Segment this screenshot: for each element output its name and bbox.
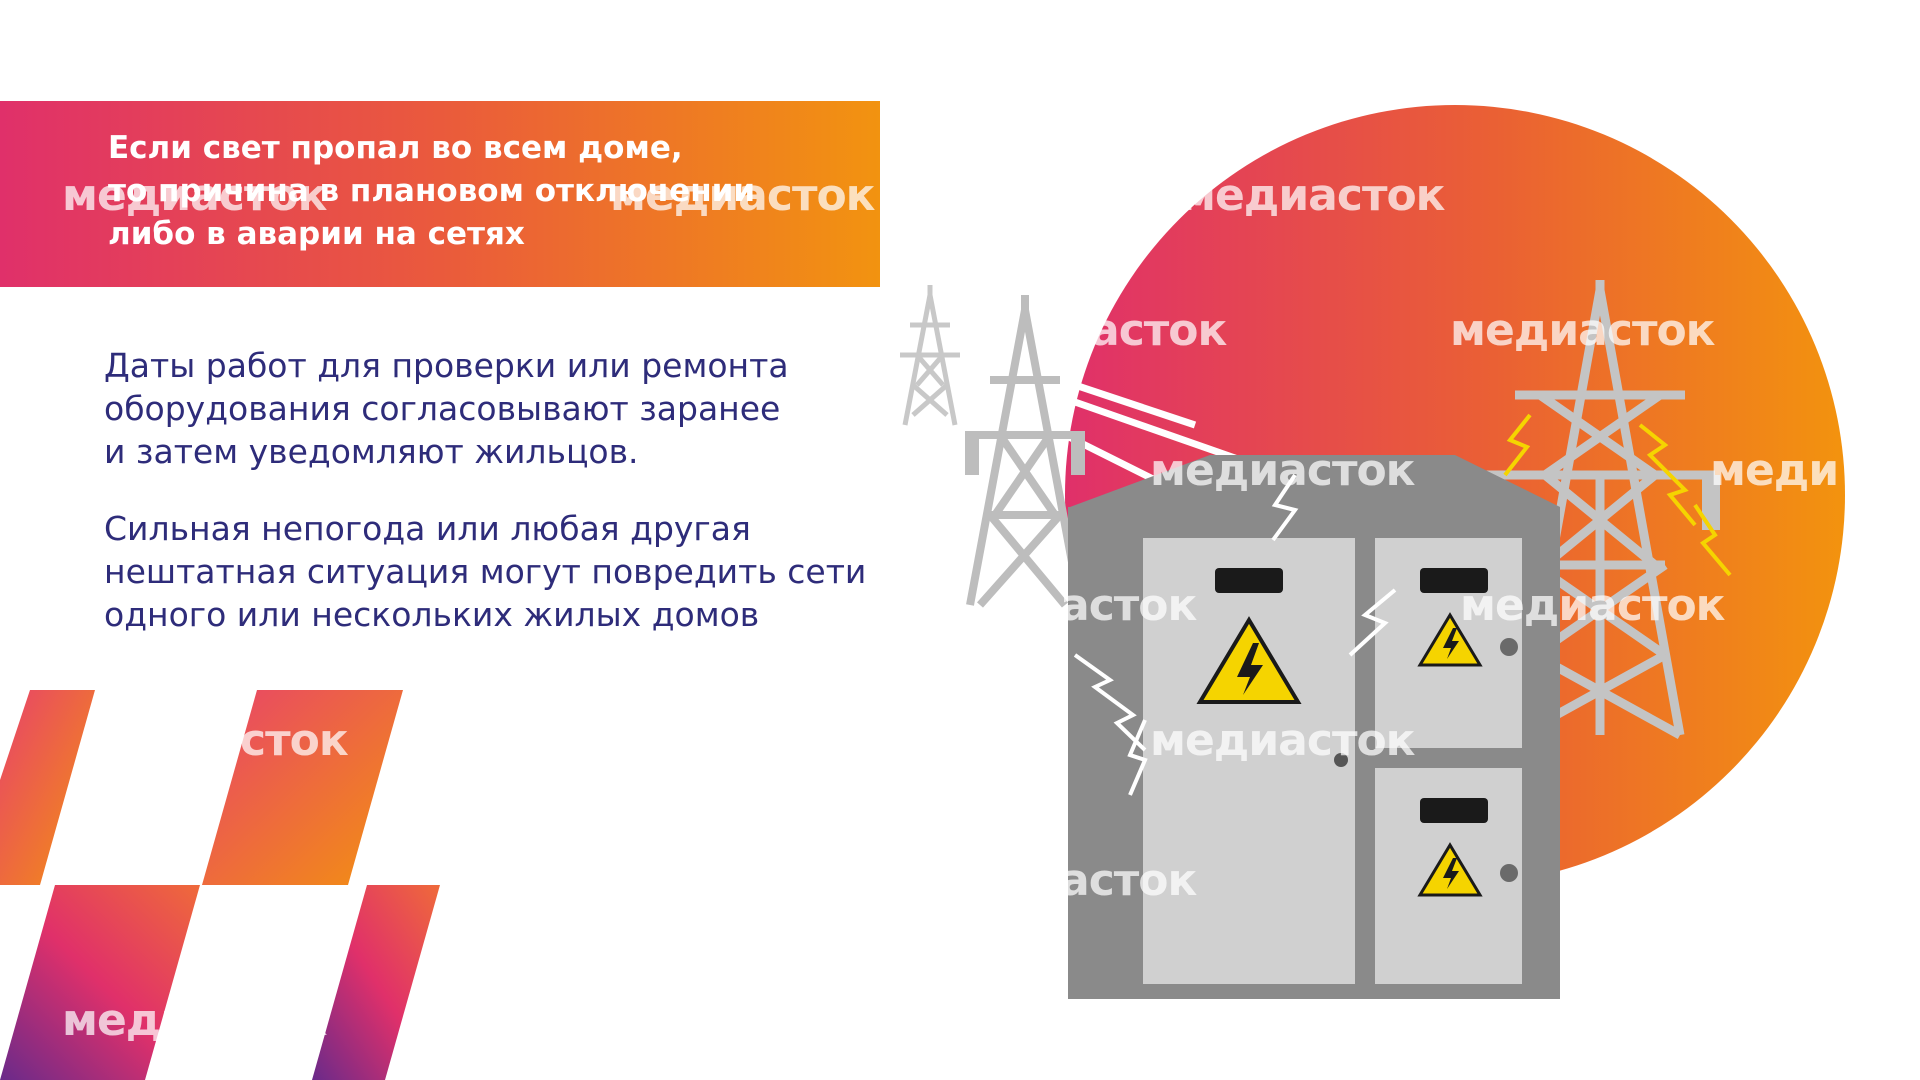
deco-shape-3 [0, 885, 200, 1080]
cabinet-door-lock [1334, 753, 1348, 767]
deco-shape-1 [0, 690, 95, 885]
substation-illustration [900, 105, 1845, 999]
warning-triangle-icon [1417, 842, 1483, 897]
cabinet-door-upper-slot [1420, 568, 1488, 593]
paragraph1-line-2: оборудования согласовывают заранее [104, 389, 781, 428]
banner-line-3: либо в аварии на сетях [108, 216, 525, 252]
cabinet-door-main [1143, 538, 1355, 984]
paragraph1-line-1: Даты работ для проверки или ремонта [104, 346, 789, 385]
paragraph1-line-3: и затем уведомляют жильцов. [104, 432, 639, 471]
cabinet-door-slot [1215, 568, 1283, 593]
cabinet-door-lower-slot [1420, 798, 1488, 823]
warning-triangle-icon [1196, 616, 1302, 704]
power-tower-icon [965, 295, 1085, 608]
paragraph2-line-3: одного или нескольких жилых домов [104, 595, 760, 634]
cabinet-roof [1070, 455, 1560, 507]
paragraph2-line-1: Сильная непогода или любая другая [104, 509, 751, 548]
paragraph-planned-works: Даты работ для проверки или ремонта обор… [104, 344, 789, 473]
deco-shape-2 [202, 690, 403, 885]
banner-text: Если свет пропал во всем доме, то причин… [108, 127, 755, 256]
deco-shape-4 [312, 885, 440, 1080]
cabinet-door-lower-lock [1500, 864, 1518, 882]
cabinet-door-upper-lock [1500, 638, 1518, 656]
power-tower-icon [900, 285, 960, 426]
banner-line-1: Если свет пропал во всем доме, [108, 130, 683, 166]
paragraph2-line-2: нештатная ситуация могут повредить сети [104, 552, 867, 591]
banner-line-2: то причина в плановом отключении [108, 173, 756, 209]
lightning-bolt-icon [1503, 413, 1732, 577]
header-banner: Если свет пропал во всем доме, то причин… [0, 101, 880, 287]
warning-triangle-icon [1417, 612, 1483, 667]
lightning-bolt-icon [1073, 473, 1397, 796]
paragraph-emergency: Сильная непогода или любая другая нештат… [104, 507, 866, 636]
decorative-shapes [0, 690, 440, 1080]
